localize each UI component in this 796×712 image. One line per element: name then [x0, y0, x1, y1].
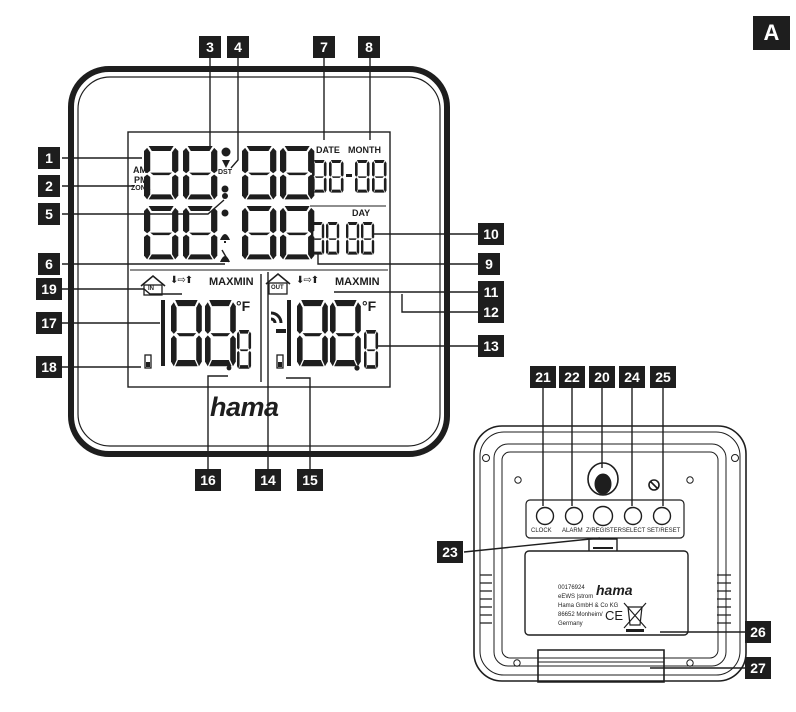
- time-digits: [144, 146, 315, 260]
- label-line-3: Hama GmbH & Co KG: [558, 603, 619, 609]
- am-indicator: AM: [133, 165, 147, 175]
- callout-26: 26: [745, 621, 771, 643]
- maxmin-outdoor: MAXMIN: [335, 276, 380, 288]
- callout-8: 8: [358, 36, 380, 58]
- callout-4: 4: [227, 36, 249, 58]
- callout-12: 12: [478, 301, 504, 323]
- back-brand-logo: hama: [596, 582, 633, 598]
- trend-arrows-out: ⬇⇨⬆: [296, 275, 319, 286]
- label-line-4: 86652 Monheim/: [558, 612, 603, 618]
- callout-5: 5: [38, 203, 60, 225]
- callout-14: 14: [255, 469, 281, 491]
- button-label-register: Z/REGISTER: [586, 528, 623, 534]
- degree-unit-indoor: °F: [236, 298, 251, 314]
- callout-22: 22: [559, 366, 585, 388]
- callout-16: 16: [195, 469, 221, 491]
- zone-indicator: ZONE: [131, 185, 151, 192]
- label-line-2: eEWS |strom: [558, 594, 594, 600]
- label-line-1: 00176924: [558, 585, 585, 591]
- callout-25: 25: [650, 366, 676, 388]
- day-label: DAY: [352, 208, 371, 218]
- date-digits: [311, 160, 387, 255]
- button-label-clock: CLOCK: [531, 528, 552, 534]
- callout-1: 1: [38, 147, 60, 169]
- lcd-icons: [140, 160, 291, 369]
- button-label-alarm: ALARM: [562, 528, 583, 534]
- label-line-5: Germany: [558, 621, 583, 627]
- temperature-digits: [161, 300, 379, 371]
- callout-18: 18: [36, 356, 62, 378]
- outdoor-tag: OUT: [271, 285, 284, 291]
- indoor-tag: IN: [148, 286, 154, 292]
- callout-2: 2: [38, 175, 60, 197]
- trend-arrows-in: ⬇⇨⬆: [170, 275, 193, 286]
- date-label: DATE: [316, 145, 340, 155]
- ce-mark: CE: [605, 608, 624, 623]
- callout-15: 15: [297, 469, 323, 491]
- maxmin-indoor: MAXMIN: [209, 276, 254, 288]
- callout-3: 3: [199, 36, 221, 58]
- month-label: MONTH: [348, 145, 381, 155]
- degree-unit-outdoor: °F: [362, 298, 377, 314]
- callout-27: 27: [745, 657, 771, 679]
- callout-20: 20: [589, 366, 615, 388]
- callout-7: 7: [313, 36, 335, 58]
- callout-24: 24: [619, 366, 645, 388]
- pm-indicator: PM: [134, 175, 148, 185]
- button-label-set-reset: SET/RESET: [647, 528, 681, 534]
- callout-13: 13: [478, 335, 504, 357]
- figure-label: A: [753, 16, 790, 50]
- callout-10: 10: [478, 223, 504, 245]
- callout-21: 21: [530, 366, 556, 388]
- back-device: [473, 425, 747, 683]
- leader-lines: [62, 57, 745, 669]
- callout-23: 23: [437, 541, 463, 563]
- callout-6: 6: [38, 253, 60, 275]
- dst-indicator: DST: [218, 169, 232, 176]
- callout-11: 11: [478, 281, 504, 303]
- callout-17: 17: [36, 312, 62, 334]
- button-label-select: SELECT: [622, 528, 646, 534]
- front-brand-logo: hama: [210, 392, 279, 422]
- callout-9: 9: [478, 253, 500, 275]
- callout-19: 19: [36, 278, 62, 300]
